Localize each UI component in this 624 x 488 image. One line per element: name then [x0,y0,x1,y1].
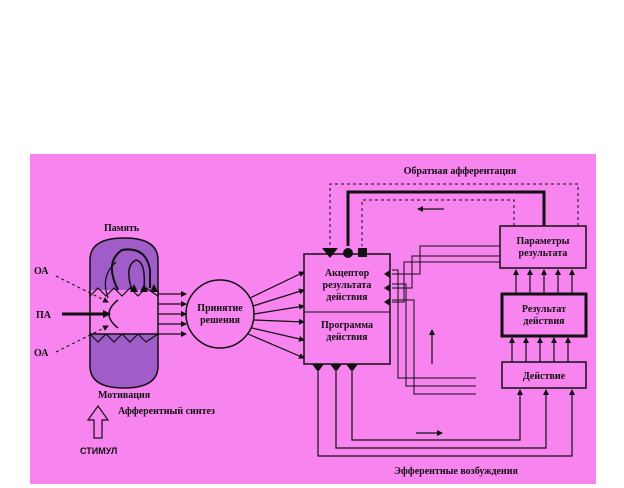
decision-circle [185,279,255,349]
action-to-result-arrows [509,337,571,362]
result-to-params-arrows [513,269,575,294]
motivation-zigzag [89,333,159,343]
feedback-label: Обратная афферентация [404,166,517,177]
stimulus-arrow [86,404,110,439]
acceptor-line2: результата [323,280,372,291]
memory-motivation-capsule [89,237,159,389]
program-line2: действия [326,332,368,343]
acceptor-line1: Акцептор [325,268,370,279]
afferent-synthesis-label: Афферентный синтез [118,406,215,417]
result-line2: действия [523,316,565,327]
motivation-region [89,333,159,389]
oa-bottom-label: ОА [34,348,49,359]
efferent-lines [317,372,575,457]
stimulus-label: СТИМУЛ [80,446,117,456]
action-box [501,361,587,389]
params-to-acceptor-lines [392,245,500,395]
params-line2: результата [519,248,568,259]
action-label: Действие [523,371,566,382]
acceptor-line3: действия [326,292,368,303]
memory-label: Память [104,223,140,234]
acceptor-program-box [303,253,391,365]
decision-line1: Принятие [197,303,243,314]
oa-top-label: ОА [34,266,49,277]
efferent-label: Эфферентные возбуждения [394,466,518,477]
decision-fan-arrows [247,271,305,359]
memory-region [89,237,159,297]
result-line1: Результат [522,304,566,315]
capsule-inputs [55,275,111,439]
pa-label: ПА [36,310,52,321]
motivation-label: Мотивация [98,390,151,401]
capsule-to-decision-arrows [158,291,187,337]
params-line1: Параметры [517,236,570,247]
result-box [500,292,588,338]
decision-line2: решения [200,315,240,326]
program-line1: Программа [321,320,373,331]
params-box [499,225,587,269]
feedback-lines [329,183,579,246]
